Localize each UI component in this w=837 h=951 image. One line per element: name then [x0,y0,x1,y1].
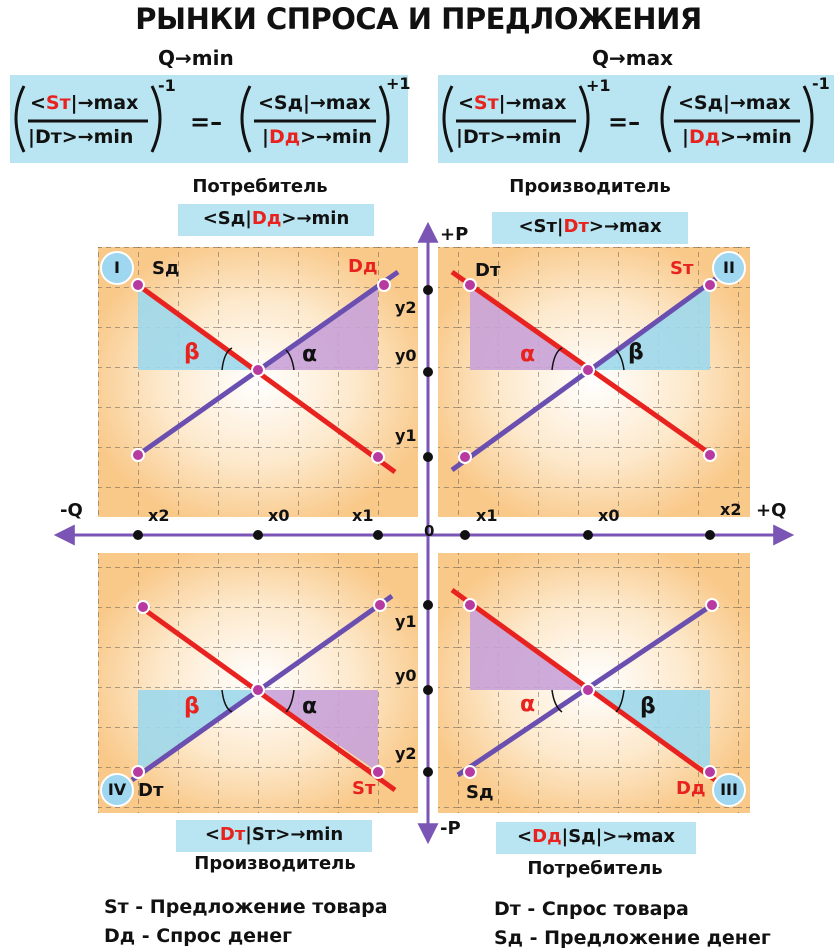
q3-caption: <Dд|Sд|>→max [496,822,696,854]
origin-label: 0 [424,522,435,540]
x-tick-right-0: x1 [476,506,498,525]
q4-demand-line [136,602,397,793]
q-min-label: Q→min [158,46,234,70]
q2-demand-line [450,269,714,458]
q2-supply-label: Sт [670,258,694,279]
q1-numeral: I [114,258,120,277]
q3-demand-label: Dд [676,778,706,799]
legend-dt: Dт - Спрос товара [494,898,689,920]
fl-lhs-num: <Sт|→max [30,92,139,114]
fl-lhs-den: |Dт>→min [28,126,134,148]
formula-right-brackets [442,85,814,153]
q4-alpha: α [302,694,318,719]
x-tick-right-1: x0 [598,506,620,525]
q2-caption: <Sт|Dт>→max [492,212,688,244]
q3-numeral: III [720,780,738,799]
x-tick-left-2: x1 [352,506,374,525]
fr-lhs-den: |Dт>→min [456,126,562,148]
q4-caption: <Dт|Sт>→min [176,820,372,852]
q2-alpha: α [520,342,536,367]
q1-supply-label: Sд [152,258,180,279]
fl-equals: =– [190,108,223,136]
fl-rhs-den: |Dд>→min [262,126,372,148]
y-tick-top-1: y0 [395,346,417,365]
q2-numeral: II [723,258,735,277]
fr-rhs-num: <Sд|→max [678,92,791,114]
fr-equals: =– [608,108,641,136]
fr-rhs-den: |Dд>→min [682,126,792,148]
q4-beta: β [184,694,200,719]
fl-rhs-exp: +1 [386,74,411,93]
q3-supply-label: Sд [466,782,494,803]
q1-alpha: α [302,342,318,367]
q1-role: Потребитель [192,176,328,197]
fl-lhs-exp: -1 [158,76,176,95]
q1-beta: β [184,340,200,365]
y-tick-bottom-0: y1 [395,612,417,631]
page-title: РЫНКИ СПРОСА И ПРЕДЛОЖЕНИЯ [135,2,702,36]
q1-demand-label: Dд [348,256,378,277]
q4-supply-label: Sт [352,778,376,799]
q1-caption: <Sд|Dд>→min [178,204,374,236]
minus-p-label: -P [440,818,461,839]
q2-beta: β [628,340,644,365]
q3-role: Потребитель [527,858,663,879]
axis-ticks [133,285,715,777]
legend-sd: Sд - Предложение денег [494,927,771,949]
y-tick-top-0: y2 [395,298,417,317]
fr-rhs-exp: -1 [812,74,830,93]
formula-box-left [10,75,408,163]
q3-beta: β [640,694,656,719]
q4-demand-label: Dт [138,780,164,801]
q4-role: Производитель [194,853,356,874]
line-endpoints [131,278,719,779]
legend-st: Sт - Предложение товара [104,896,388,918]
q3-alpha: α [520,692,536,717]
x-tick-right-2: x2 [720,500,742,519]
plus-q-label: +Q [756,500,787,521]
plus-p-label: +P [440,224,469,245]
x-tick-left-0: x2 [148,506,170,525]
q1-demand-line [136,269,400,458]
formula-box-right [438,75,834,163]
q2-demand-label: Dт [475,260,501,281]
legend-dd: Dд - Спрос денег [104,925,293,947]
q4-numeral: IV [107,780,127,799]
q2-role: Производитель [509,176,671,197]
minus-q-label: -Q [60,500,83,521]
formula-left-brackets [14,85,390,153]
y-tick-bottom-2: y2 [395,744,417,763]
roman-badges [100,251,746,807]
fl-rhs-num: <Sд|→max [258,92,371,114]
q-max-label: Q→max [592,46,673,70]
y-tick-bottom-1: y0 [395,666,417,685]
y-tick-top-2: y1 [395,426,417,445]
angle-arcs [221,347,625,713]
fr-lhs-exp: +1 [586,76,611,95]
q1-supply-line [136,282,397,475]
x-tick-left-1: x0 [268,506,290,525]
fr-lhs-num: <Sт|→max [458,92,567,114]
